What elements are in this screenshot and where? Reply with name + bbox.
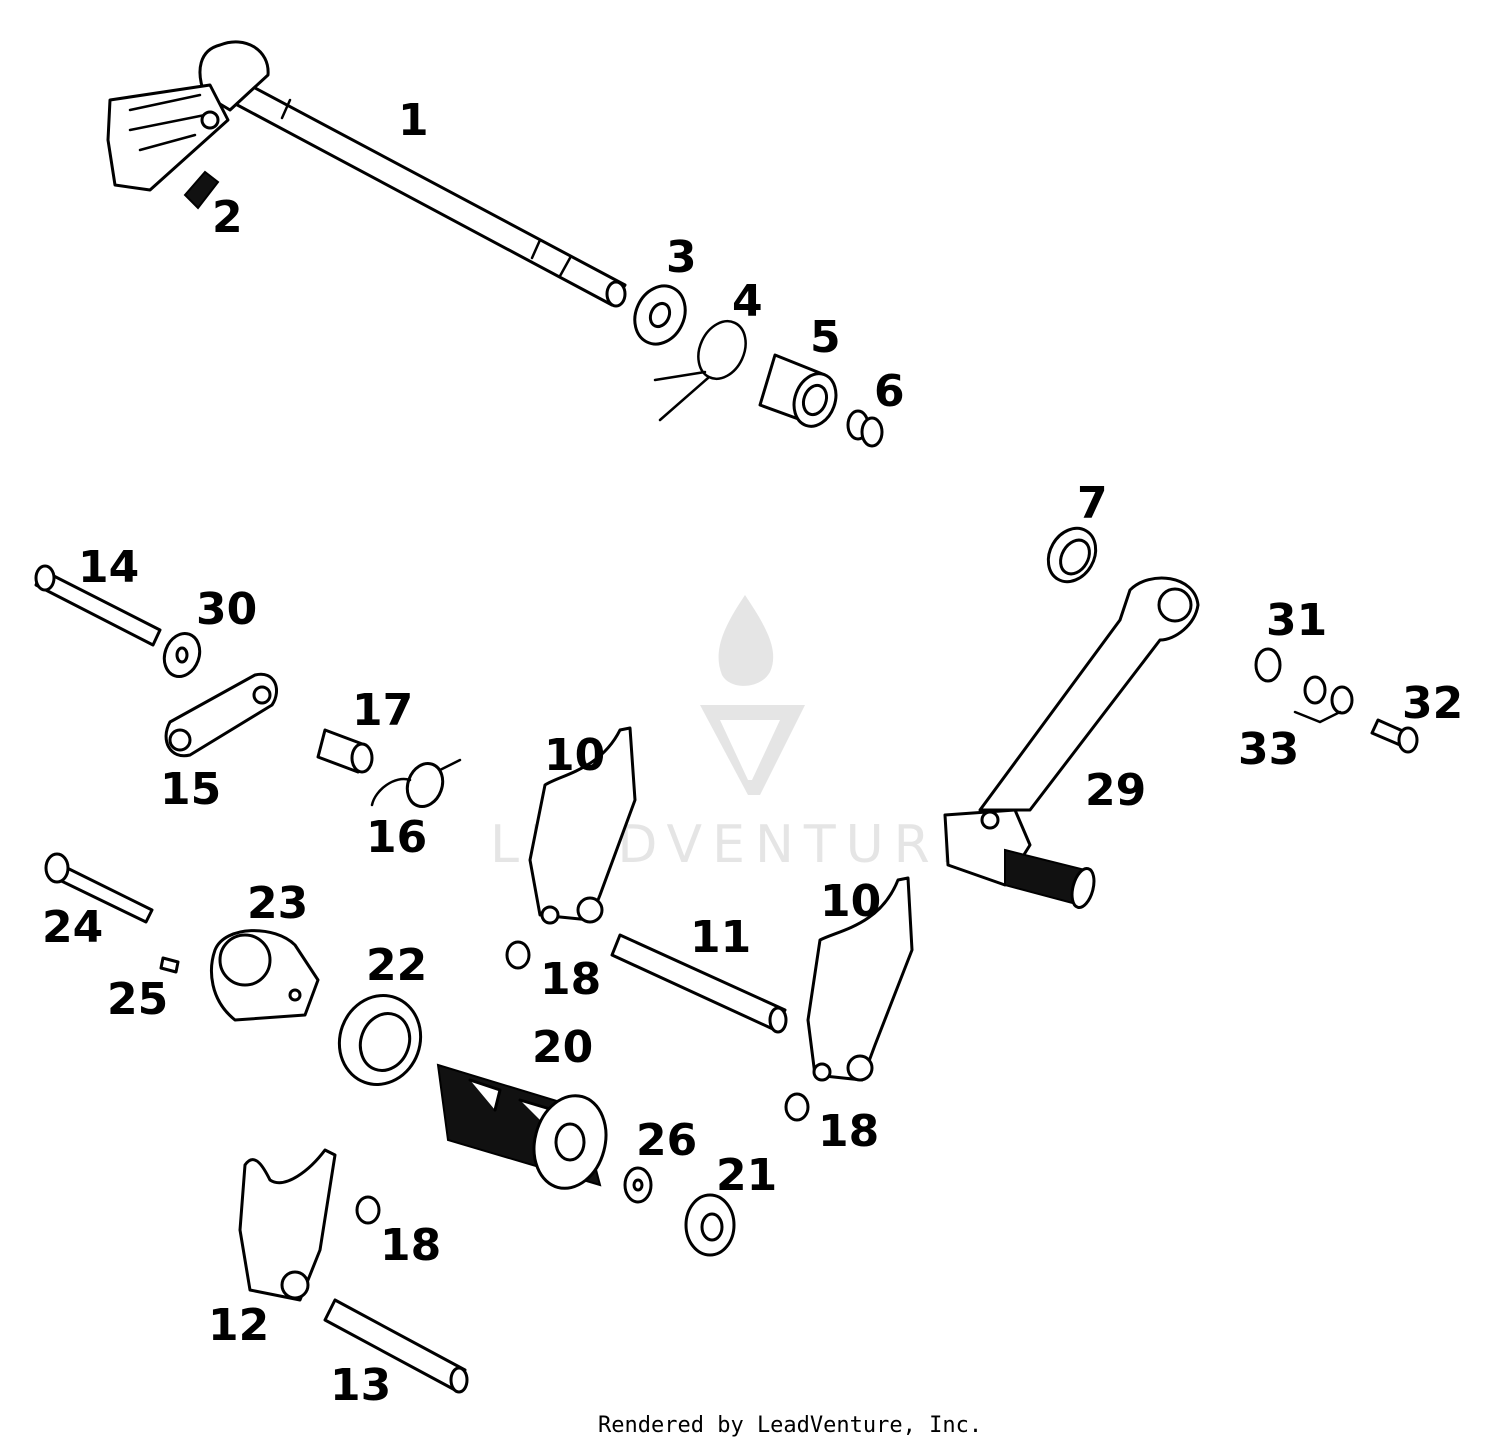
callout-18b: 18 xyxy=(818,1106,879,1157)
bearing xyxy=(337,994,423,1086)
callout-26: 26 xyxy=(636,1115,697,1166)
callout-31: 31 xyxy=(1266,595,1327,646)
callout-11: 11 xyxy=(690,912,751,963)
fork-rod-13 xyxy=(323,1298,469,1394)
spring-small xyxy=(183,170,220,210)
callout-23: 23 xyxy=(247,878,308,929)
callout-21: 21 xyxy=(716,1150,777,1201)
callout-6: 6 xyxy=(874,366,905,417)
callout-3: 3 xyxy=(666,232,697,283)
callout-10-upper: 10 xyxy=(544,730,605,781)
callout-4: 4 xyxy=(732,276,763,327)
shift-fork-12 xyxy=(238,1148,337,1302)
footer-credit: Rendered by LeadVenture, Inc. xyxy=(598,1413,982,1438)
shift-lever xyxy=(943,576,1200,909)
seal-ring xyxy=(1046,526,1098,584)
nuts-pair xyxy=(1293,675,1354,724)
bolt-24 xyxy=(44,852,154,924)
callout-12: 12 xyxy=(208,1300,269,1351)
callout-1: 1 xyxy=(398,95,429,146)
callout-25: 25 xyxy=(107,974,168,1025)
lever-bushing xyxy=(316,728,374,774)
circlip xyxy=(653,320,747,422)
bearing-21 xyxy=(684,1193,736,1257)
shift-fork-10-lower xyxy=(806,876,914,1082)
callout-5: 5 xyxy=(810,312,841,363)
callout-22: 22 xyxy=(366,940,427,991)
callout-18c: 18 xyxy=(380,1220,441,1271)
guide-roller-18b xyxy=(784,1092,810,1122)
callout-33: 33 xyxy=(1238,724,1299,775)
callout-14: 14 xyxy=(78,542,139,593)
callout-17: 17 xyxy=(352,685,413,736)
callout-18a: 18 xyxy=(540,954,601,1005)
shift-drum-locating xyxy=(210,929,320,1022)
spring-ring xyxy=(846,409,884,448)
washer xyxy=(633,284,687,346)
washer-30 xyxy=(162,632,202,678)
callout-2: 2 xyxy=(212,192,243,243)
shift-shaft xyxy=(106,40,627,308)
callout-7: 7 xyxy=(1077,478,1108,529)
callout-10-lower: 10 xyxy=(820,876,881,927)
bolt-long xyxy=(34,564,162,647)
pin-25 xyxy=(159,956,180,974)
bushing xyxy=(758,353,838,428)
locking-lever xyxy=(164,672,278,758)
shift-drum xyxy=(436,1063,608,1190)
washer-small xyxy=(1254,647,1282,683)
callout-15: 15 xyxy=(160,764,221,815)
callout-13: 13 xyxy=(330,1360,391,1411)
callout-24: 24 xyxy=(42,902,103,953)
guide-roller-18c xyxy=(355,1195,381,1225)
bolt-small xyxy=(1370,718,1419,754)
guide-roller-18a xyxy=(505,940,531,970)
callout-30: 30 xyxy=(196,584,257,635)
washer-26 xyxy=(623,1166,653,1204)
torsion-spring xyxy=(370,758,462,808)
callout-16: 16 xyxy=(366,812,427,863)
callout-29: 29 xyxy=(1085,765,1146,816)
fork-rod-11 xyxy=(610,933,788,1034)
callout-20: 20 xyxy=(532,1022,593,1073)
watermark-logo xyxy=(700,595,805,795)
callout-32: 32 xyxy=(1402,678,1463,729)
shift-fork-10-upper xyxy=(528,726,637,925)
